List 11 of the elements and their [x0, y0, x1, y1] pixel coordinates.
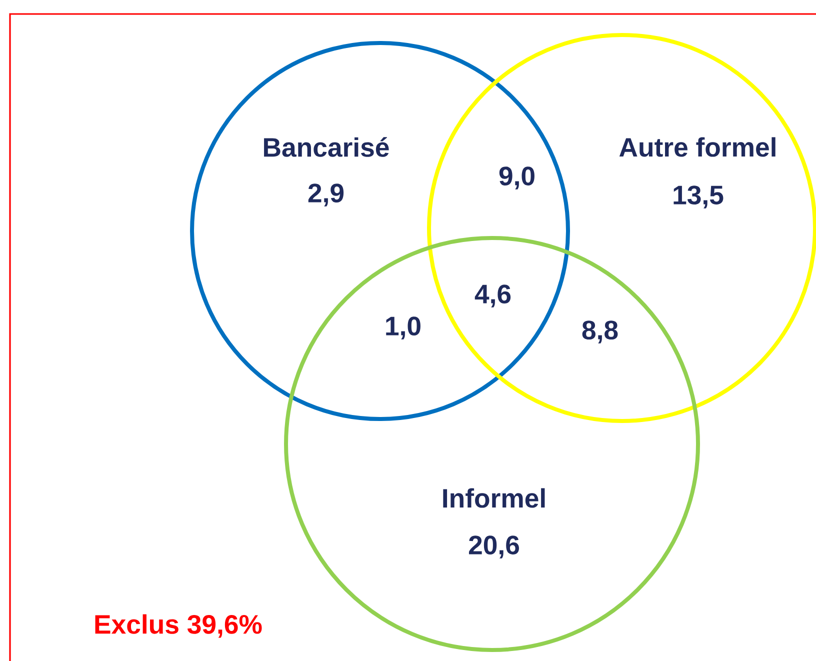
set-name: Informel [443, 488, 545, 508]
set-value: 2,9 [308, 184, 344, 206]
set-name: Autre formel [619, 137, 776, 157]
overlap-value: 8,8 [582, 320, 618, 344]
set-value: 13,5 [674, 186, 724, 208]
set-name: Bancarisé [264, 137, 389, 157]
excluded-label: Exclus 39,6% [95, 614, 262, 638]
overlap-value: 1,0 [386, 316, 420, 340]
overlap-value: 4,6 [474, 284, 511, 308]
overlap-value: 9,0 [499, 166, 534, 190]
set-value: 20,6 [468, 536, 519, 558]
